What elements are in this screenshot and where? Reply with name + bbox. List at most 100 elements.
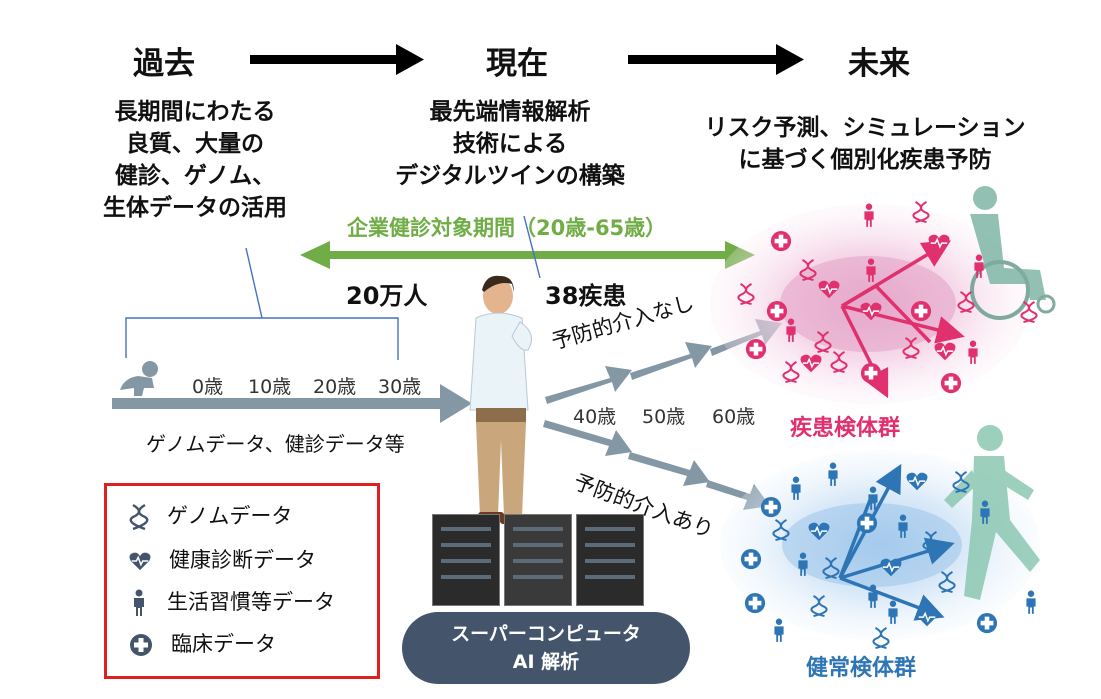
desc-past-line: 生体データの活用 [103, 195, 287, 221]
heart-pulse-icon [800, 354, 822, 373]
person-icon [1026, 590, 1036, 614]
legend-item-health-checkup: 健康診断データ [129, 544, 316, 574]
heart-pulse-icon [906, 472, 928, 491]
server-rack-photo [576, 514, 644, 606]
person-icon [974, 254, 984, 278]
legend-label: 生活習慣等データ [167, 590, 335, 614]
medical-cross-icon [745, 339, 767, 360]
legend-item-genome: ゲノムデータ [129, 500, 292, 531]
person-icon [980, 500, 990, 524]
heart-pulse-icon [916, 608, 938, 627]
legend-item-lifestyle: 生活習慣等データ [129, 586, 335, 617]
desc-past: 長期間にわたる 良質、大量の 健診、ゲノム、 生体データの活用 [85, 96, 305, 224]
period-label: 企業健診対象期間（20歳-65歳） [347, 216, 667, 240]
legend-item-clinical: 臨床データ [129, 628, 276, 658]
dna-icon [952, 471, 970, 494]
desc-present: 最先端情報解析 技術による デジタルツインの構築 [380, 96, 640, 192]
thinking-man-figure [469, 275, 533, 524]
legend: ゲノムデータ 健康診断データ 生活習慣等データ 臨床データ [104, 483, 380, 679]
desc-present-line: 技術による [452, 131, 568, 157]
person-icon [828, 462, 838, 486]
desc-present-line: 最先端情報解析 [429, 99, 591, 125]
group-label-disease: 疾患検体群 [790, 416, 901, 441]
medical-cross-icon [860, 363, 882, 384]
wheelchair-person-figure [970, 186, 1056, 320]
medical-cross-icon [940, 373, 962, 394]
server-rack-photo [432, 514, 500, 606]
desc-future-line: リスク予測、シミュレーション [704, 115, 1026, 141]
medical-cross-icon [766, 301, 788, 322]
dna-icon [872, 627, 890, 650]
dna-icon [814, 331, 832, 354]
medical-cross-icon [760, 497, 782, 518]
baby-icon [120, 361, 158, 396]
supercomputer-ai-box: スーパーコンピュータ AI 解析 [402, 612, 690, 684]
dna-icon [830, 351, 848, 374]
label-future: 未来 [848, 46, 910, 82]
medical-cross-icon [856, 513, 878, 534]
person-icon [774, 618, 784, 642]
ai-box-line1: スーパーコンピュータ [451, 623, 641, 645]
heart-pulse-icon [808, 522, 830, 541]
age-label: 50歳 [642, 406, 686, 428]
medical-cross-icon [740, 549, 762, 570]
desc-future: リスク予測、シミュレーション に基づく個別化疾患予防 [700, 112, 1030, 176]
dna-icon [810, 595, 828, 618]
dna-icon [957, 291, 975, 314]
person-icon [791, 476, 801, 500]
count-diseases: 38疾患 [545, 282, 627, 310]
age-label: 60歳 [712, 406, 756, 428]
person-icon [786, 318, 796, 342]
dna-icon [922, 531, 940, 554]
medical-cross-icon [910, 301, 932, 322]
heart-pulse-icon [818, 280, 840, 299]
medical-cross-icon [744, 593, 766, 614]
heart-pulse-icon [129, 552, 151, 571]
dna-icon [737, 283, 755, 306]
legend-label: 臨床データ [171, 632, 276, 656]
label-past: 過去 [133, 46, 195, 82]
medical-cross-icon [130, 634, 152, 656]
data-timeline-arrow [112, 384, 472, 423]
heart-pulse-icon [934, 342, 956, 361]
dna-icon [1020, 301, 1038, 324]
dna-icon [912, 201, 930, 224]
timeline-arrow-past-present [250, 44, 424, 75]
person-icon [864, 203, 874, 227]
data-caption: ゲノムデータ、健診データ等 [146, 432, 405, 456]
server-rack-photo [504, 514, 572, 606]
person-icon [134, 589, 144, 616]
count-people: 20万人 [346, 282, 428, 310]
age-label: 30歳 [378, 376, 422, 398]
running-person-figure [944, 425, 1040, 600]
desc-future-line: に基づく個別化疾患予防 [738, 147, 992, 173]
age-label: 40歳 [573, 406, 617, 428]
dna-icon [772, 519, 790, 542]
legend-label: ゲノムデータ [167, 504, 293, 528]
period-double-arrow [300, 241, 755, 269]
age-label: 10歳 [248, 376, 292, 398]
dna-icon [822, 557, 840, 580]
dna-icon [799, 259, 817, 282]
connector-lines [125, 215, 541, 360]
desc-past-line: 健診、ゲノム、 [114, 163, 276, 189]
dna-icon [902, 337, 920, 360]
ai-box-line2: AI 解析 [512, 651, 580, 673]
person-icon [868, 584, 878, 608]
person-icon [868, 486, 878, 510]
dna-icon [782, 361, 800, 384]
group-label-healthy: 健常検体群 [806, 656, 917, 681]
heart-pulse-icon [880, 558, 902, 577]
heart-pulse-icon [860, 302, 882, 321]
medical-cross-icon [976, 613, 998, 634]
person-icon [866, 258, 876, 282]
person-icon [888, 600, 898, 624]
person-icon [968, 340, 978, 364]
timeline-arrow-present-future [628, 44, 804, 75]
person-icon [798, 552, 808, 576]
dna-icon [129, 503, 149, 531]
person-icon [898, 514, 908, 538]
label-present: 現在 [486, 46, 548, 82]
medical-cross-icon [770, 231, 792, 252]
